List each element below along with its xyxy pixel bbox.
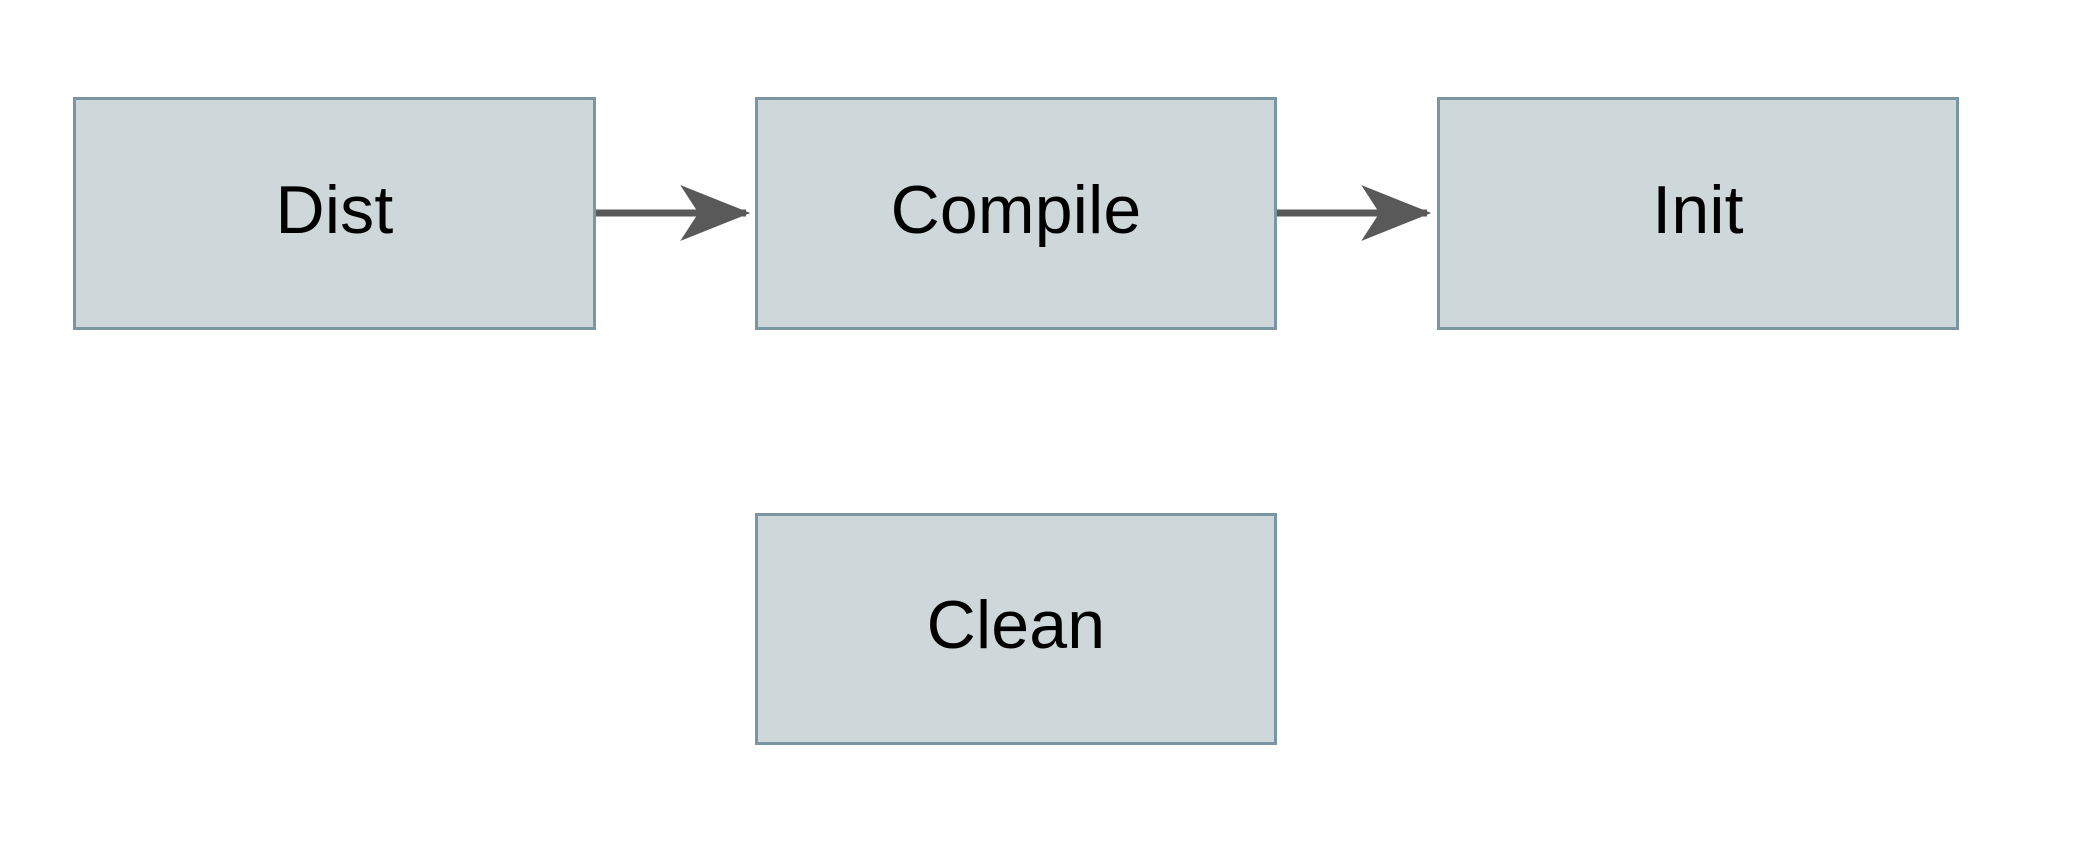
node-clean-label: Clean (926, 587, 1106, 663)
node-compile-label: Compile (890, 171, 1142, 248)
node-dist-label: Dist (275, 171, 394, 248)
node-compile[interactable]: Compile (755, 97, 1277, 330)
node-dist[interactable]: Dist (73, 97, 596, 330)
node-clean[interactable]: Clean (755, 513, 1277, 745)
node-init[interactable]: Init (1437, 97, 1959, 330)
node-init-label: Init (1652, 171, 1744, 248)
